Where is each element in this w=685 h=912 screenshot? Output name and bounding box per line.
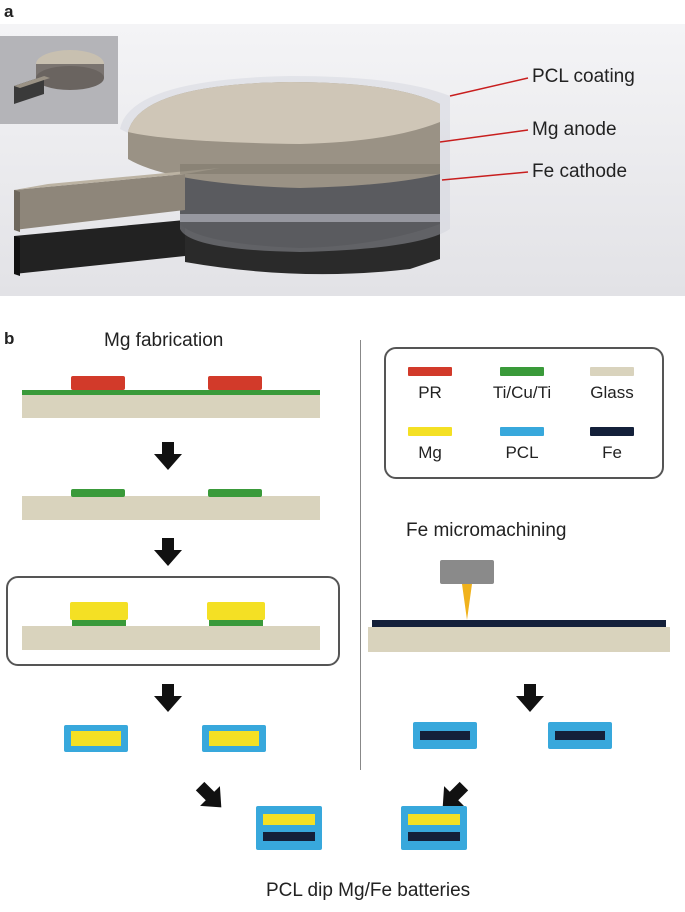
step3-frame [6, 576, 340, 666]
fe-micromachining-title: Fe micromachining [406, 520, 567, 541]
pcl-coated-fe [413, 722, 477, 749]
legend-label-pr: PR [418, 383, 442, 402]
panel-b-letter: b [4, 329, 15, 348]
legend-label-fe: Fe [602, 443, 622, 462]
legend-swatch-pr [408, 367, 452, 376]
legend-swatch-fe [590, 427, 634, 436]
legend-label-mg: Mg [418, 443, 442, 462]
mg-fabrication-title: Mg fabrication [104, 330, 224, 351]
legend-box: PR Ti/Cu/Ti Glass Mg PCL Fe [384, 347, 664, 479]
batteries-title: PCL dip Mg/Fe batteries [266, 880, 471, 901]
pcl-coated-fe [548, 722, 612, 749]
arrow-down-icon [154, 538, 182, 566]
legend-swatch-ticuti [500, 367, 544, 376]
mg-fe-battery [256, 806, 322, 850]
panel-divider [360, 340, 361, 770]
callout-pcl-coating: PCL coating [532, 66, 635, 87]
arrow-down-right-icon [195, 781, 222, 808]
pcl-coated-mg [202, 725, 266, 752]
mg-fe-battery [401, 806, 467, 850]
legend-label-glass: Glass [590, 383, 634, 402]
legend-label-ticuti: Ti/Cu/Ti [492, 383, 552, 402]
legend-swatch-pcl [500, 427, 544, 436]
arrow-down-icon [154, 684, 182, 712]
legend-swatch-glass [590, 367, 634, 376]
legend-swatch-mg [408, 427, 452, 436]
laser-tool [440, 560, 494, 584]
arrow-down-icon [516, 684, 544, 712]
legend-label-pcl: PCL [505, 443, 539, 462]
pcl-coated-mg [64, 725, 128, 752]
arrow-down-left-icon [442, 781, 469, 808]
fe-on-glass [368, 620, 670, 656]
laser-beam [462, 584, 472, 620]
arrow-down-icon [154, 442, 182, 470]
step2-cross-section [22, 486, 320, 520]
callout-mg-anode: Mg anode [532, 119, 617, 140]
battery-3d-illustration [0, 24, 685, 296]
panel-a-letter: a [4, 2, 14, 21]
callout-fe-cathode: Fe cathode [532, 161, 628, 182]
step1-cross-section [22, 374, 320, 418]
